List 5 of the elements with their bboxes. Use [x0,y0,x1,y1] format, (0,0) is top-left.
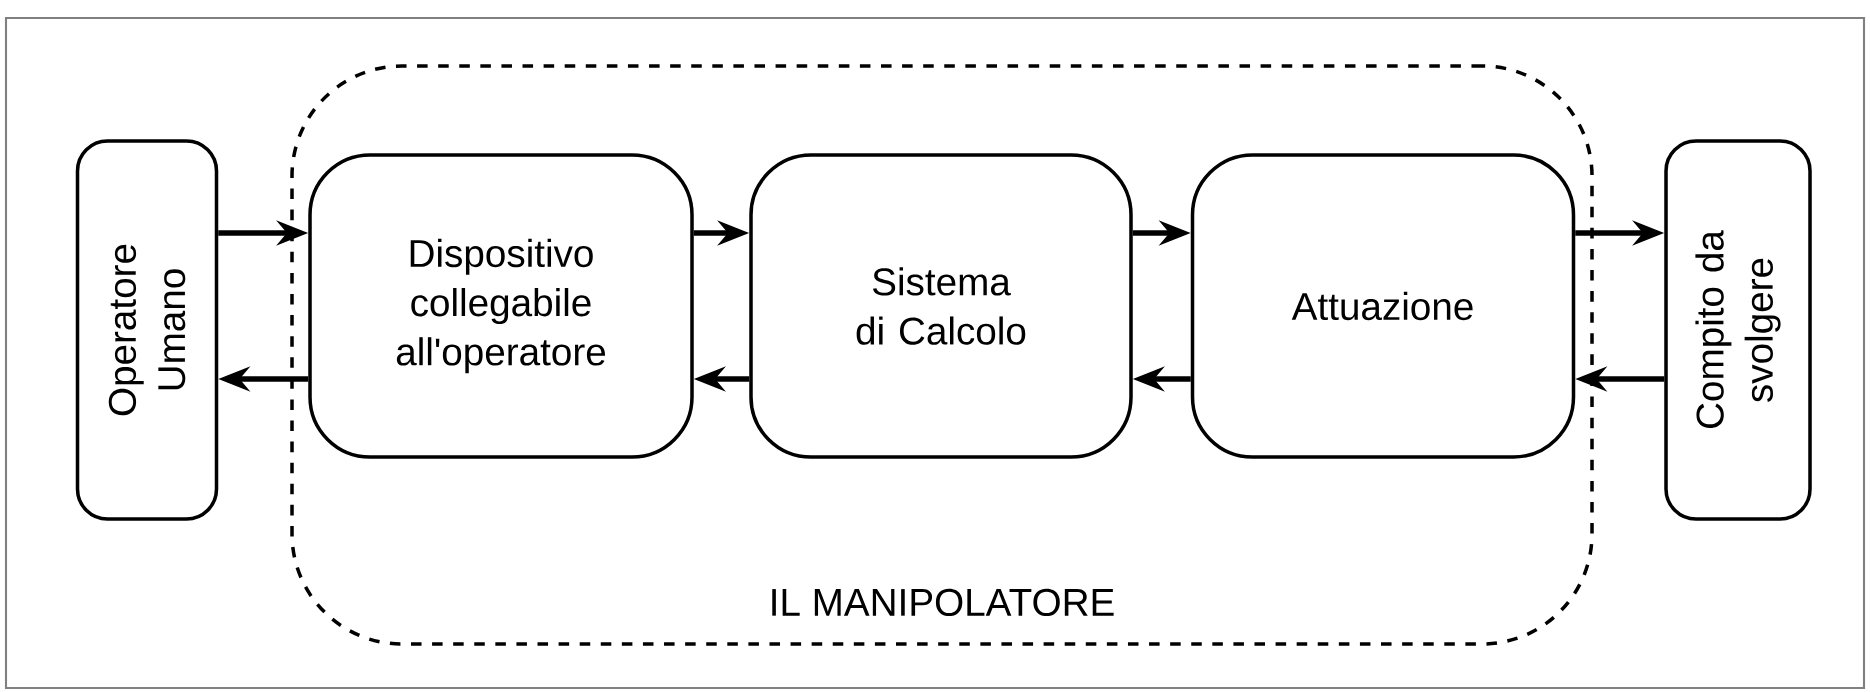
process-box: Attuazione [1190,153,1576,459]
process-box: Operatore Umano [75,139,219,521]
process-box: Compito da svolgere [1664,139,1812,521]
process-box: Sistema di Calcolo [749,153,1133,459]
process-box: Dispositivo collegabile all'operatore [308,153,694,459]
